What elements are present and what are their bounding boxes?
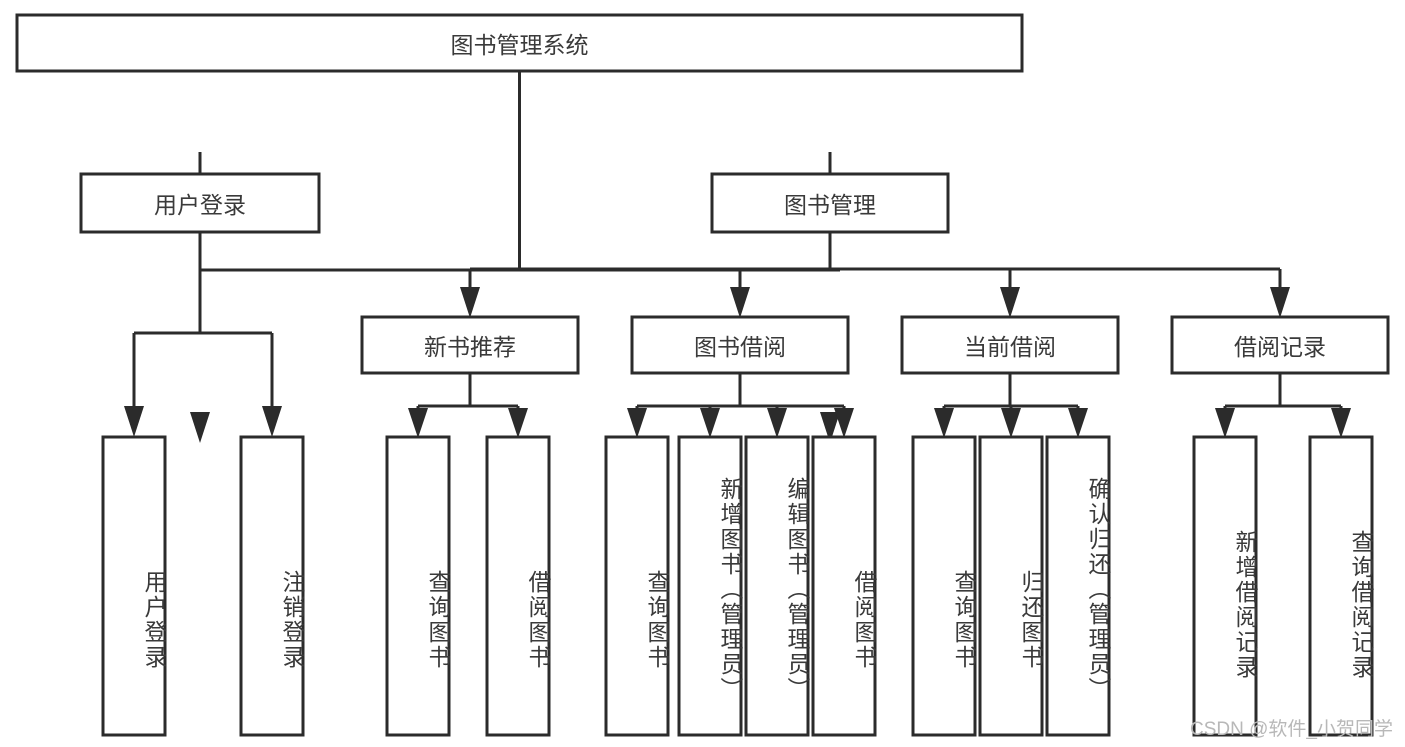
- node-box-leaf-query-book-recommend[interactable]: [385, 435, 451, 737]
- arrow-icon-level2-current-borrow: [1000, 287, 1020, 318]
- arrow-icon-leaf-query-book-recommend: [408, 408, 428, 438]
- node-box-leaf-query-book-borrow[interactable]: [604, 435, 670, 737]
- node-box-leaf-add-book-admin[interactable]: [677, 435, 743, 737]
- arrowheads-layer: [124, 287, 1351, 443]
- arrow-icon-leaf-user-login: [124, 406, 144, 437]
- node-box-new-book-recommend[interactable]: [360, 315, 580, 375]
- arrow-icon-book-management: [820, 412, 840, 443]
- arrow-icon-leaf-query-book-current: [934, 408, 954, 438]
- arrow-icon-leaf-borrow-book-recommend: [508, 408, 528, 438]
- arrow-icon-leaf-logout-login: [262, 406, 282, 437]
- node-box-user-login[interactable]: [79, 172, 321, 234]
- node-box-leaf-query-borrow-record[interactable]: [1308, 435, 1374, 737]
- arrow-icon-level2-new-book: [460, 287, 480, 318]
- node-box-leaf-return-book[interactable]: [978, 435, 1044, 737]
- arrow-icon-level2-book-borrow: [730, 287, 750, 318]
- node-box-book-borrow[interactable]: [630, 315, 850, 375]
- arrow-icon-user-login: [190, 412, 210, 443]
- node-box-leaf-borrow-book[interactable]: [811, 435, 877, 737]
- arrow-icon-level2-borrow-record: [1270, 287, 1290, 318]
- node-box-leaf-user-login[interactable]: [101, 435, 167, 737]
- node-box-book-management[interactable]: [710, 172, 950, 234]
- arrow-icon-leaf-return-book: [1001, 408, 1021, 438]
- node-box-leaf-confirm-return-admin[interactable]: [1045, 435, 1111, 737]
- node-box-leaf-add-borrow-record[interactable]: [1192, 435, 1258, 737]
- node-box-leaf-query-book-current[interactable]: [911, 435, 977, 737]
- arrow-icon-leaf-borrow-book: [834, 408, 854, 438]
- node-box-borrow-record[interactable]: [1170, 315, 1390, 375]
- arrow-icon-leaf-add-book-admin: [700, 408, 720, 438]
- node-box-leaf-logout-login[interactable]: [239, 435, 305, 737]
- node-box-leaf-edit-book-admin[interactable]: [744, 435, 810, 737]
- nodes-layer: [15, 13, 1390, 737]
- node-box-root[interactable]: [15, 13, 1024, 73]
- node-box-current-borrow[interactable]: [900, 315, 1120, 375]
- node-box-leaf-borrow-book-recommend[interactable]: [485, 435, 551, 737]
- arrow-icon-leaf-query-borrow-record: [1331, 408, 1351, 438]
- arrow-icon-leaf-query-book-borrow: [627, 408, 647, 438]
- arrow-icon-leaf-confirm-return-admin: [1068, 408, 1088, 438]
- arrow-icon-leaf-add-borrow-record: [1215, 408, 1235, 438]
- arrow-icon-leaf-edit-book-admin: [767, 408, 787, 438]
